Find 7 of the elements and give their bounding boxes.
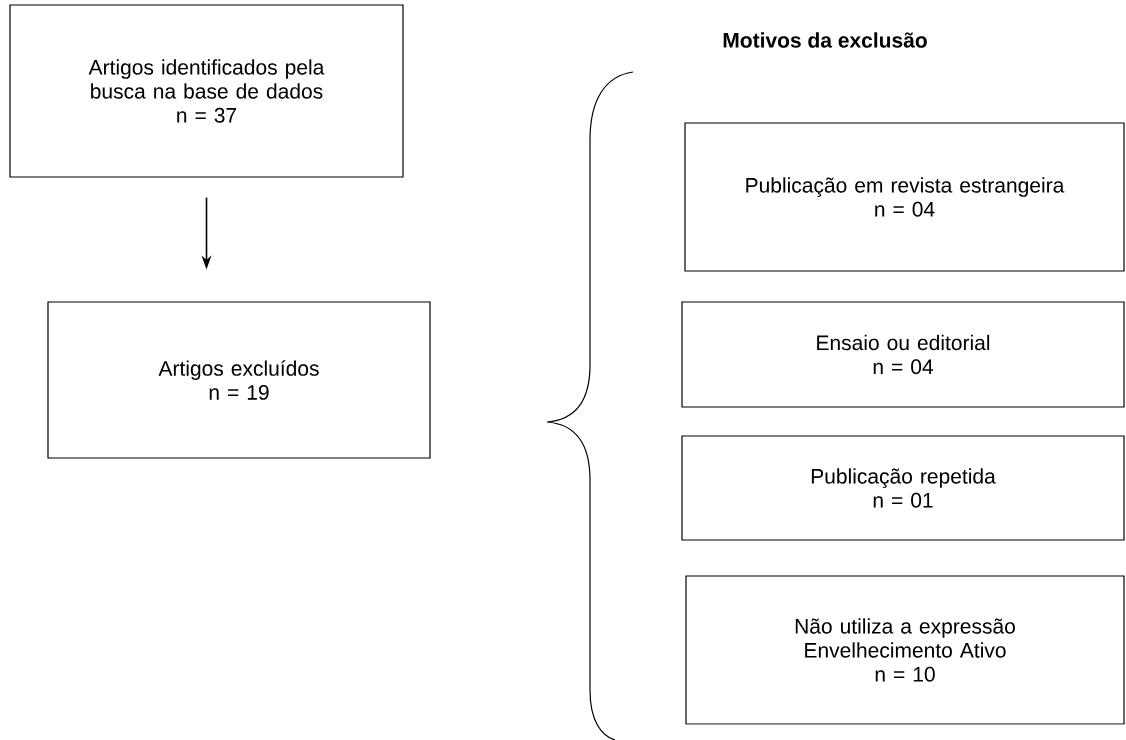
process-box: Artigos excluídos n = 19 [47,301,431,459]
process-box: Publicação repetida n = 01 [681,435,1125,541]
process-box: Não utiliza a expressão Envelhecimento Ativo n = 10 [685,575,1125,725]
heading: Motivos da exclusão [723,32,927,48]
process-box: Ensaio ou editorial n = 04 [681,301,1125,408]
process-box: Artigos identificados pela busca na base de dados n = 37 [9,4,404,178]
process-box: Publicação em revista estrangeira n = 04 [684,122,1125,272]
